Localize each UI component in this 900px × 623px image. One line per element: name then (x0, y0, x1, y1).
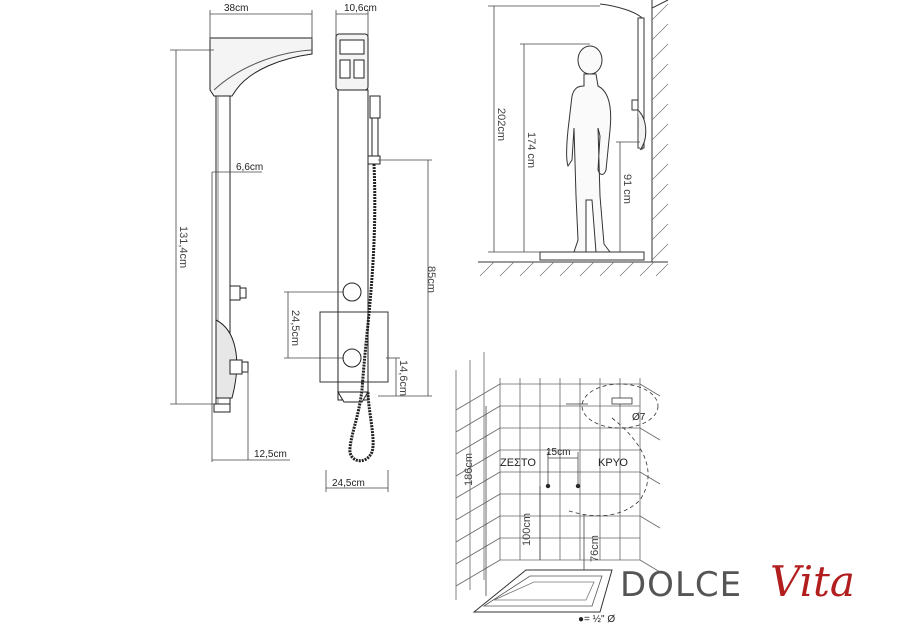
side-valve-spacing-label: 24,5cm (289, 310, 301, 346)
cold-label: ΚΡΥΟ (598, 457, 628, 469)
wall-dimensions (485, 406, 585, 596)
front-height-label: 131,4cm (177, 226, 189, 268)
tray-height-label: 76cm (589, 535, 601, 562)
pipe-height-label: 186cm (463, 453, 475, 486)
front-view (209, 37, 313, 413)
shower-hose (348, 163, 377, 463)
side-hose-height-label: 85cm (425, 266, 437, 293)
side-depth-label: 10,6cm (344, 3, 377, 14)
side-base-width-label: 24,5cm (332, 478, 365, 489)
person-dimensions (488, 5, 640, 253)
person-height-label: 174 cm (525, 132, 537, 168)
logo-vita-text: Vita (770, 557, 855, 606)
tile-grid (455, 352, 661, 600)
dolce-vita-logo: DOLCE Vita (620, 557, 855, 606)
person-view (478, 0, 669, 277)
front-bar-width-label: 6,6cm (236, 162, 263, 173)
pipe-note-label: ●= ½" Ø (578, 614, 615, 623)
side-lower-offset-label: 14,6cm (397, 360, 409, 396)
hot-label: ΖΕΣΤΟ (500, 457, 536, 469)
logo-dolce-text: DOLCE (620, 565, 742, 605)
mixer-height-label: 91 cm (621, 174, 633, 204)
pipe-spacing-label: 15cm (546, 447, 570, 458)
front-width-label: 38cm (224, 3, 248, 14)
person-silhouette (566, 45, 612, 253)
wall-view (455, 352, 661, 613)
detail-diameter-label: Ø7 (632, 412, 646, 423)
floor-height-label: 100cm (521, 513, 533, 546)
front-dimensions (170, 10, 313, 462)
side-dimensions (284, 10, 432, 492)
side-view (319, 33, 389, 403)
person-total-height-label: 202cm (495, 108, 507, 141)
front-projection-label: 12,5cm (254, 449, 287, 460)
